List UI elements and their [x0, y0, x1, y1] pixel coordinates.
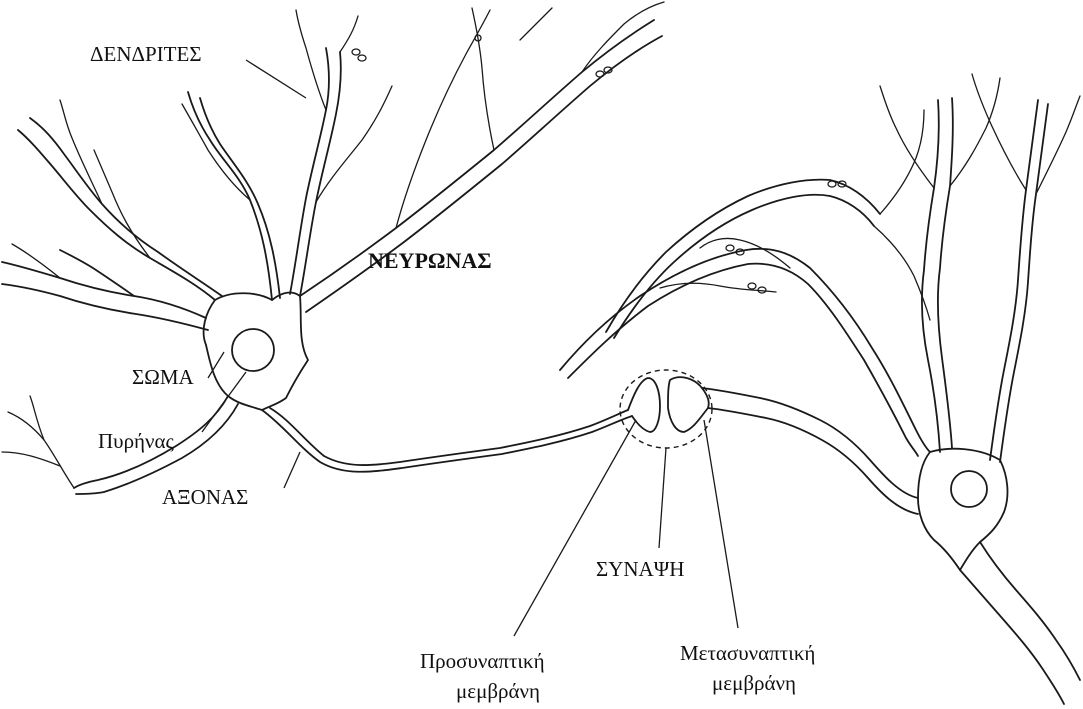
synapse-highlight-circle	[620, 370, 712, 448]
left-neuron	[2, 2, 664, 494]
left-dendrite-2c	[60, 100, 102, 204]
presynaptic-terminal	[628, 378, 660, 432]
label-postsynaptic-line1: Μετασυναπτική	[680, 641, 815, 665]
left-dendrite-6d	[396, 10, 490, 228]
right-dendrite-tall-1b	[938, 98, 953, 448]
dendritic-spine	[596, 71, 604, 77]
dendritic-spine	[352, 49, 360, 55]
label-presynaptic-line2: μεμβράνη	[456, 679, 540, 703]
label-synapse: ΣΥΝΑΨΗ	[596, 557, 684, 581]
leader-axon	[284, 452, 300, 488]
dendritic-spine	[828, 181, 836, 187]
leader-postsynaptic	[704, 420, 738, 628]
label-soma: ΣΩΜΑ	[132, 365, 195, 389]
left-dendrite-3d	[12, 244, 60, 278]
right-dendrite-arc-inner	[568, 264, 918, 456]
left-dendrite-5d	[340, 16, 358, 52]
postsynaptic-dendrite-upper	[702, 388, 918, 498]
text-labels: ΔΕΝΔΡΙΤΕΣ ΝΕΥΡΩΝΑΣ ΣΩΜΑ Πυρήνας ΑΞΟΝΑΣ Σ…	[90, 42, 815, 703]
dendritic-spine	[748, 283, 756, 289]
right-dendrite-arc-upper	[606, 180, 880, 332]
leader-lines	[202, 60, 738, 636]
right-dendrite-tall-2	[990, 100, 1038, 460]
dendritic-spine	[726, 245, 734, 251]
label-nucleus: Πυρήνας	[98, 429, 175, 453]
left-dendrite-4e	[2, 452, 60, 466]
left-dendrite-1c	[182, 104, 250, 200]
right-dendrite-upper	[880, 110, 924, 214]
right-dendrite-arc-branch	[700, 238, 790, 268]
label-presynaptic-line1: Προσυναπτική	[420, 649, 545, 673]
left-dendrite-2b	[30, 118, 222, 296]
leader-presynaptic	[514, 420, 636, 636]
postsynaptic-dendrite-lower	[708, 408, 918, 514]
right-dendrite-tall-1c	[880, 86, 934, 188]
left-dendrite-6f	[520, 8, 552, 40]
leader-synapse	[659, 448, 666, 548]
left-dendrite-1	[188, 92, 272, 300]
left-dendrite-6c	[472, 8, 494, 150]
postsynaptic-terminal	[668, 377, 709, 432]
right-dendrite-tall-2c	[972, 74, 1026, 190]
right-dendrite-tall-1	[922, 100, 940, 452]
label-axon: ΑΞΟΝΑΣ	[162, 485, 248, 509]
dendritic-spine	[358, 55, 366, 61]
axon-lower	[262, 410, 632, 472]
left-dendrite-4d	[30, 396, 44, 440]
right-dendrite-tall-1d	[950, 78, 1000, 186]
label-dendrites: ΔΕΝΔΡΙΤΕΣ	[90, 42, 202, 66]
left-nucleus	[232, 329, 274, 371]
right-axon-lower	[960, 570, 1064, 704]
right-nucleus	[951, 471, 987, 507]
synapse-region	[620, 370, 712, 448]
diagram-title: ΝΕΥΡΩΝΑΣ	[368, 248, 492, 273]
label-postsynaptic-line2: μεμβράνη	[712, 671, 796, 695]
left-soma-outline	[204, 293, 308, 410]
leader-dendrites	[246, 60, 306, 98]
left-dendrite-4c	[8, 412, 74, 488]
right-soma-outline	[918, 449, 1007, 570]
